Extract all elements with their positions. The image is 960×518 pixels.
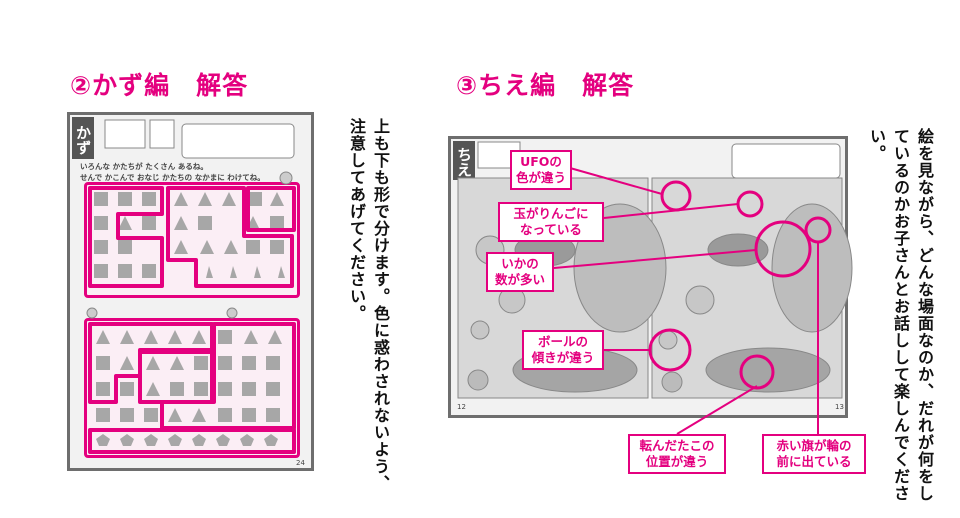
ball-left-2 (467, 369, 489, 391)
kazu-explanation: 上も下も形で分けます。色に惑わされないよう、注意してあげてください。 (347, 118, 390, 492)
ball-right (658, 330, 678, 350)
ball-left (470, 320, 490, 340)
upper-answer-path (88, 186, 296, 288)
character-illustration (86, 307, 98, 319)
chie-page-tag: ちえ (453, 141, 475, 180)
kazu-instruction-1: いろんな かたちが たくさん あるね。 (80, 162, 208, 171)
upper-shapes (94, 192, 285, 278)
lower-shapes (96, 330, 282, 446)
kazu-page-number: 24 (296, 459, 305, 467)
callout-ufo-color: UFOの色が違う (510, 150, 572, 190)
callout-octopus-position: 転んだたこの位置が違う (628, 434, 726, 474)
chie-page-number-right: 13 (835, 403, 844, 411)
chie-page-number-left: 12 (457, 403, 466, 411)
kazu-instruction-2: せんで かこんで おなじ かたちの なかまに わけてね。 (80, 173, 265, 182)
callout-squid-count: いかの数が多い (486, 252, 554, 292)
ball-right-2 (661, 371, 683, 393)
character-illustration (226, 307, 238, 319)
kazu-page-tag: かず (72, 117, 94, 159)
callout-leader-lines (553, 167, 819, 435)
kazu-page-art (86, 119, 295, 319)
squid-difference-circle (754, 220, 812, 278)
character-illustration (279, 171, 293, 185)
octopus-right (685, 285, 715, 315)
chie-explanation: 絵を見ながら、どんな場面なのか、だれが何をしているのかお子さんとお話しして楽しん… (867, 128, 934, 502)
sign-right (707, 233, 769, 267)
planet-right (771, 203, 853, 333)
kazu-hint-box (181, 123, 295, 159)
callout-apple-ball: 玉がりんごになっている (498, 202, 604, 242)
octopus-difference-circle (739, 354, 775, 390)
lower-answer-path (88, 322, 296, 454)
callout-red-flag: 赤い旗が輪の前に出ている (762, 434, 866, 474)
kazu-answer-box-2 (149, 119, 175, 149)
ring-right (705, 347, 831, 393)
callout-ball-tilt: ボールの傾きが違う (522, 330, 604, 370)
chie-hint-box (731, 143, 841, 179)
kazu-answer-box (104, 119, 146, 149)
chie-heading: ③ちえ編 解答 (456, 71, 635, 100)
kazu-heading: ②かず編 解答 (70, 71, 249, 100)
